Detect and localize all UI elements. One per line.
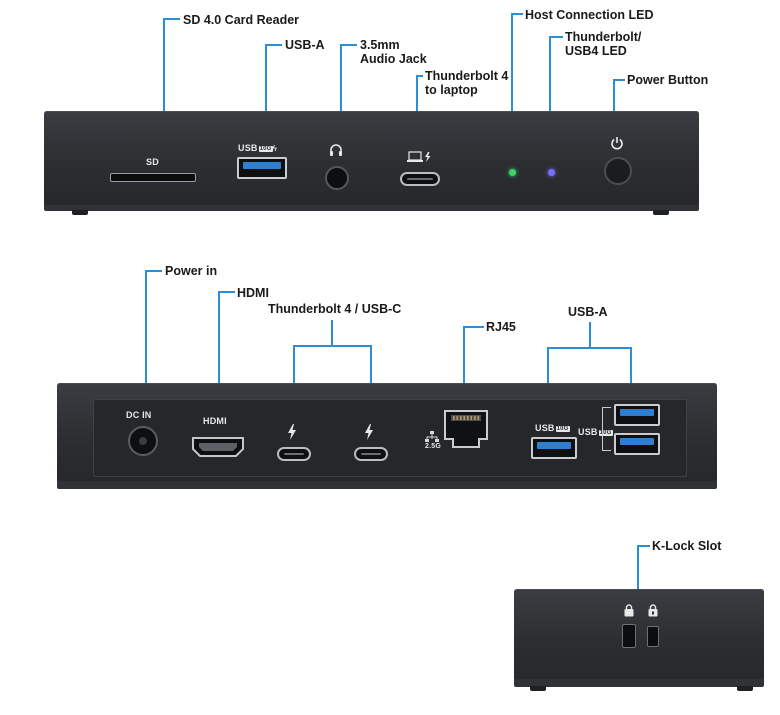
usb-text-stack: USB [578, 427, 598, 437]
lead-power-in-vert [145, 270, 147, 416]
power-icon [610, 136, 624, 150]
lead-tb4-left [293, 345, 295, 419]
usb-a-front-port[interactable] [237, 157, 287, 179]
lead-rj45-vert [463, 326, 465, 408]
hdmi-label: HDMI [203, 416, 227, 426]
dc-in-port[interactable] [128, 426, 158, 456]
usb-speed-badge-stack: 10G [598, 430, 613, 436]
usb-speed-badge-rear: 10G [555, 426, 570, 432]
callout-tb-led: Thunderbolt/ USB4 LED [565, 30, 642, 58]
sd-label: SD [146, 157, 159, 167]
rj45-speed-label: 2.5G [425, 443, 441, 450]
lead-sd [163, 18, 180, 20]
lead-tb4-mid [331, 320, 333, 346]
usb-speed-badge: 10G [258, 146, 273, 152]
callout-usb-a-front: USB-A [285, 38, 325, 52]
lead-power-vert [613, 79, 615, 134]
front-dock-body [44, 111, 699, 207]
lead-klock-vert [637, 545, 639, 600]
rear-port-panel [93, 399, 687, 477]
lead-tb-led-vert [549, 36, 551, 164]
front-foot-left [72, 210, 88, 215]
thunderbolt-led [548, 169, 555, 176]
lead-power [613, 79, 625, 81]
callout-usb-a-rear: USB-A [568, 305, 608, 319]
lead-tb4-front-vert [416, 75, 418, 145]
callout-rj45: RJ45 [486, 320, 516, 334]
power-button[interactable] [604, 157, 632, 185]
lead-usb-front [265, 44, 282, 46]
rj45-port[interactable] [443, 409, 489, 449]
thunderbolt-icon-1 [287, 424, 297, 440]
side-foot-right [737, 686, 753, 691]
thunderbolt-icon-2 [364, 424, 374, 440]
callout-host-led: Host Connection LED [525, 8, 654, 22]
lead-audio-vert [340, 44, 342, 139]
callout-tb4-laptop: Thunderbolt 4 to laptop [425, 69, 509, 97]
lead-usb-rear-mid [589, 322, 591, 348]
lock-icon [624, 604, 634, 617]
laptop-bolt-icon [407, 150, 433, 162]
lead-hdmi [218, 291, 235, 293]
k-lock-slot[interactable] [622, 624, 636, 648]
side-dock-body [514, 589, 764, 681]
dc-in-label: DC IN [126, 410, 152, 420]
callout-sd-card-reader: SD 4.0 Card Reader [183, 13, 300, 27]
tb4-front-port[interactable] [400, 172, 440, 186]
lead-tb4-right [370, 345, 372, 419]
usb-a-rear-port-1[interactable] [531, 437, 577, 459]
usb-a-rear-port-3[interactable] [614, 433, 660, 455]
hdmi-port[interactable] [191, 436, 245, 458]
lead-host-led [511, 13, 523, 15]
lead-sd-vert [163, 18, 165, 164]
tb4-rear-port-2[interactable] [354, 447, 388, 461]
side-foot-left [530, 686, 546, 691]
side-dock-base [514, 679, 764, 687]
nano-lock-icon [648, 604, 658, 617]
callout-hdmi: HDMI [237, 286, 269, 300]
lead-usb-front-vert [265, 44, 267, 139]
sd-card-slot[interactable] [110, 173, 196, 182]
bolt-icon: ϟ [272, 144, 277, 153]
lead-audio [340, 44, 357, 46]
usb-text-rear: USB [535, 423, 555, 433]
lead-tb4-front [416, 75, 423, 77]
lead-usb-rear-bar [547, 347, 632, 349]
lead-rj45 [463, 326, 484, 328]
usb-a-rear-port-2[interactable] [614, 404, 660, 426]
usb-text: USB [238, 143, 258, 153]
network-icon [425, 430, 439, 442]
lead-tb4-bar [293, 345, 372, 347]
tb4-rear-port-1[interactable] [277, 447, 311, 461]
front-foot-right [653, 210, 669, 215]
nano-lock-slot[interactable] [647, 626, 659, 647]
lead-tb-led [549, 36, 563, 38]
lead-usb-rear-right [630, 347, 632, 399]
host-connection-led [509, 169, 516, 176]
rear-dock-base [57, 481, 717, 489]
callout-power-button: Power Button [627, 73, 709, 87]
lead-hdmi-vert [218, 291, 220, 416]
callout-k-lock: K-Lock Slot [652, 539, 722, 553]
lead-klock [637, 545, 650, 547]
headphone-icon [329, 143, 343, 157]
lead-host-led-vert [511, 13, 513, 164]
callout-tb4-usbc: Thunderbolt 4 / USB-C [268, 302, 402, 316]
lead-power-in [145, 270, 162, 272]
callout-power-in: Power in [165, 264, 218, 278]
audio-jack-port[interactable] [325, 166, 349, 190]
front-dock-base [44, 205, 699, 211]
callout-audio-jack: 3.5mm Audio Jack [360, 38, 427, 66]
usb-stack-bracket [602, 407, 611, 451]
